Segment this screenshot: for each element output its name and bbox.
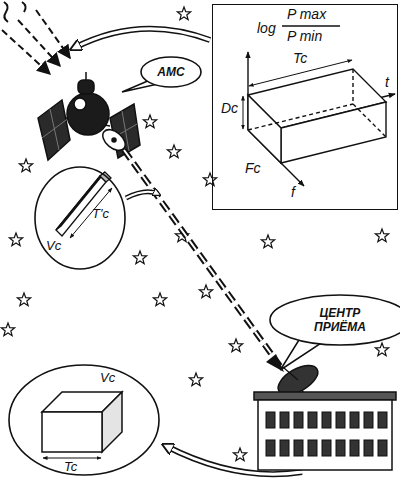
star: [19, 159, 32, 172]
window: [294, 440, 303, 456]
detail-ellipse: VcTc: [8, 364, 160, 476]
star: [167, 145, 180, 158]
star: [177, 7, 190, 20]
star: [199, 285, 212, 298]
window: [322, 440, 331, 456]
ellipse-outline: [141, 57, 201, 87]
ellipse-outline: [9, 365, 159, 475]
window: [350, 412, 359, 428]
window: [266, 440, 275, 456]
signal-volume-bar: [56, 172, 112, 238]
ellipse-outline: [270, 295, 400, 345]
callout-text: АМС: [157, 65, 184, 79]
dimension-label: P min: [287, 29, 322, 44]
star: [203, 173, 216, 186]
window: [280, 440, 289, 456]
star: [233, 448, 246, 461]
window: [378, 412, 387, 428]
window: [364, 412, 373, 428]
window: [308, 412, 317, 428]
dimension-label: T'c: [92, 206, 109, 221]
window: [280, 412, 289, 428]
window: [322, 412, 331, 428]
dimension-label: Vc: [100, 370, 115, 385]
dimension-label: t: [385, 75, 389, 90]
dimension-label: Vc: [46, 238, 61, 253]
dimension-label: Tc: [64, 459, 77, 474]
ellipse-outline: [8, 364, 160, 476]
speech-bubble: АМС: [140, 56, 202, 88]
star: [143, 115, 156, 128]
star: [189, 373, 202, 386]
star: [375, 343, 388, 356]
dimension-label: Fc: [245, 161, 261, 176]
transmission-beam: [124, 150, 284, 372]
flow-arrow: [126, 192, 158, 198]
ellipse-outline: [34, 166, 126, 270]
window: [336, 440, 345, 456]
star: [153, 293, 166, 306]
incoming-rays: [2, 2, 70, 74]
dimension-label: log: [257, 21, 276, 36]
window: [364, 440, 373, 456]
satellite-drawing: [38, 72, 140, 160]
speech-bubble: ЦЕНТР ПРИЁМА: [269, 294, 400, 346]
chart-panel: log P max P min t f TcDcFc: [212, 4, 398, 210]
star: [17, 293, 30, 306]
window: [266, 412, 275, 428]
dimension-label: f: [291, 185, 295, 200]
callout-text: ЦЕНТР ПРИЁМА: [295, 306, 385, 334]
detail-ellipse: Vc T'c: [34, 166, 126, 270]
spectrum-box-chart: [243, 26, 395, 186]
dimension-label: Dc: [221, 101, 238, 116]
star: [375, 229, 388, 242]
window: [336, 412, 345, 428]
window: [378, 440, 387, 456]
star: [133, 251, 146, 264]
dimension-label: Tc: [293, 51, 307, 66]
receiving-centre-building: [254, 359, 396, 470]
window: [350, 440, 359, 456]
star: [261, 235, 274, 248]
channel-volume-cube: [42, 392, 122, 458]
window: [294, 412, 303, 428]
flow-arrow: [74, 29, 210, 48]
ellipse-outline: [35, 167, 125, 269]
star: [1, 323, 14, 336]
star: [9, 233, 22, 246]
window: [308, 440, 317, 456]
star: [229, 339, 242, 352]
dimension-label: P max: [287, 7, 326, 22]
